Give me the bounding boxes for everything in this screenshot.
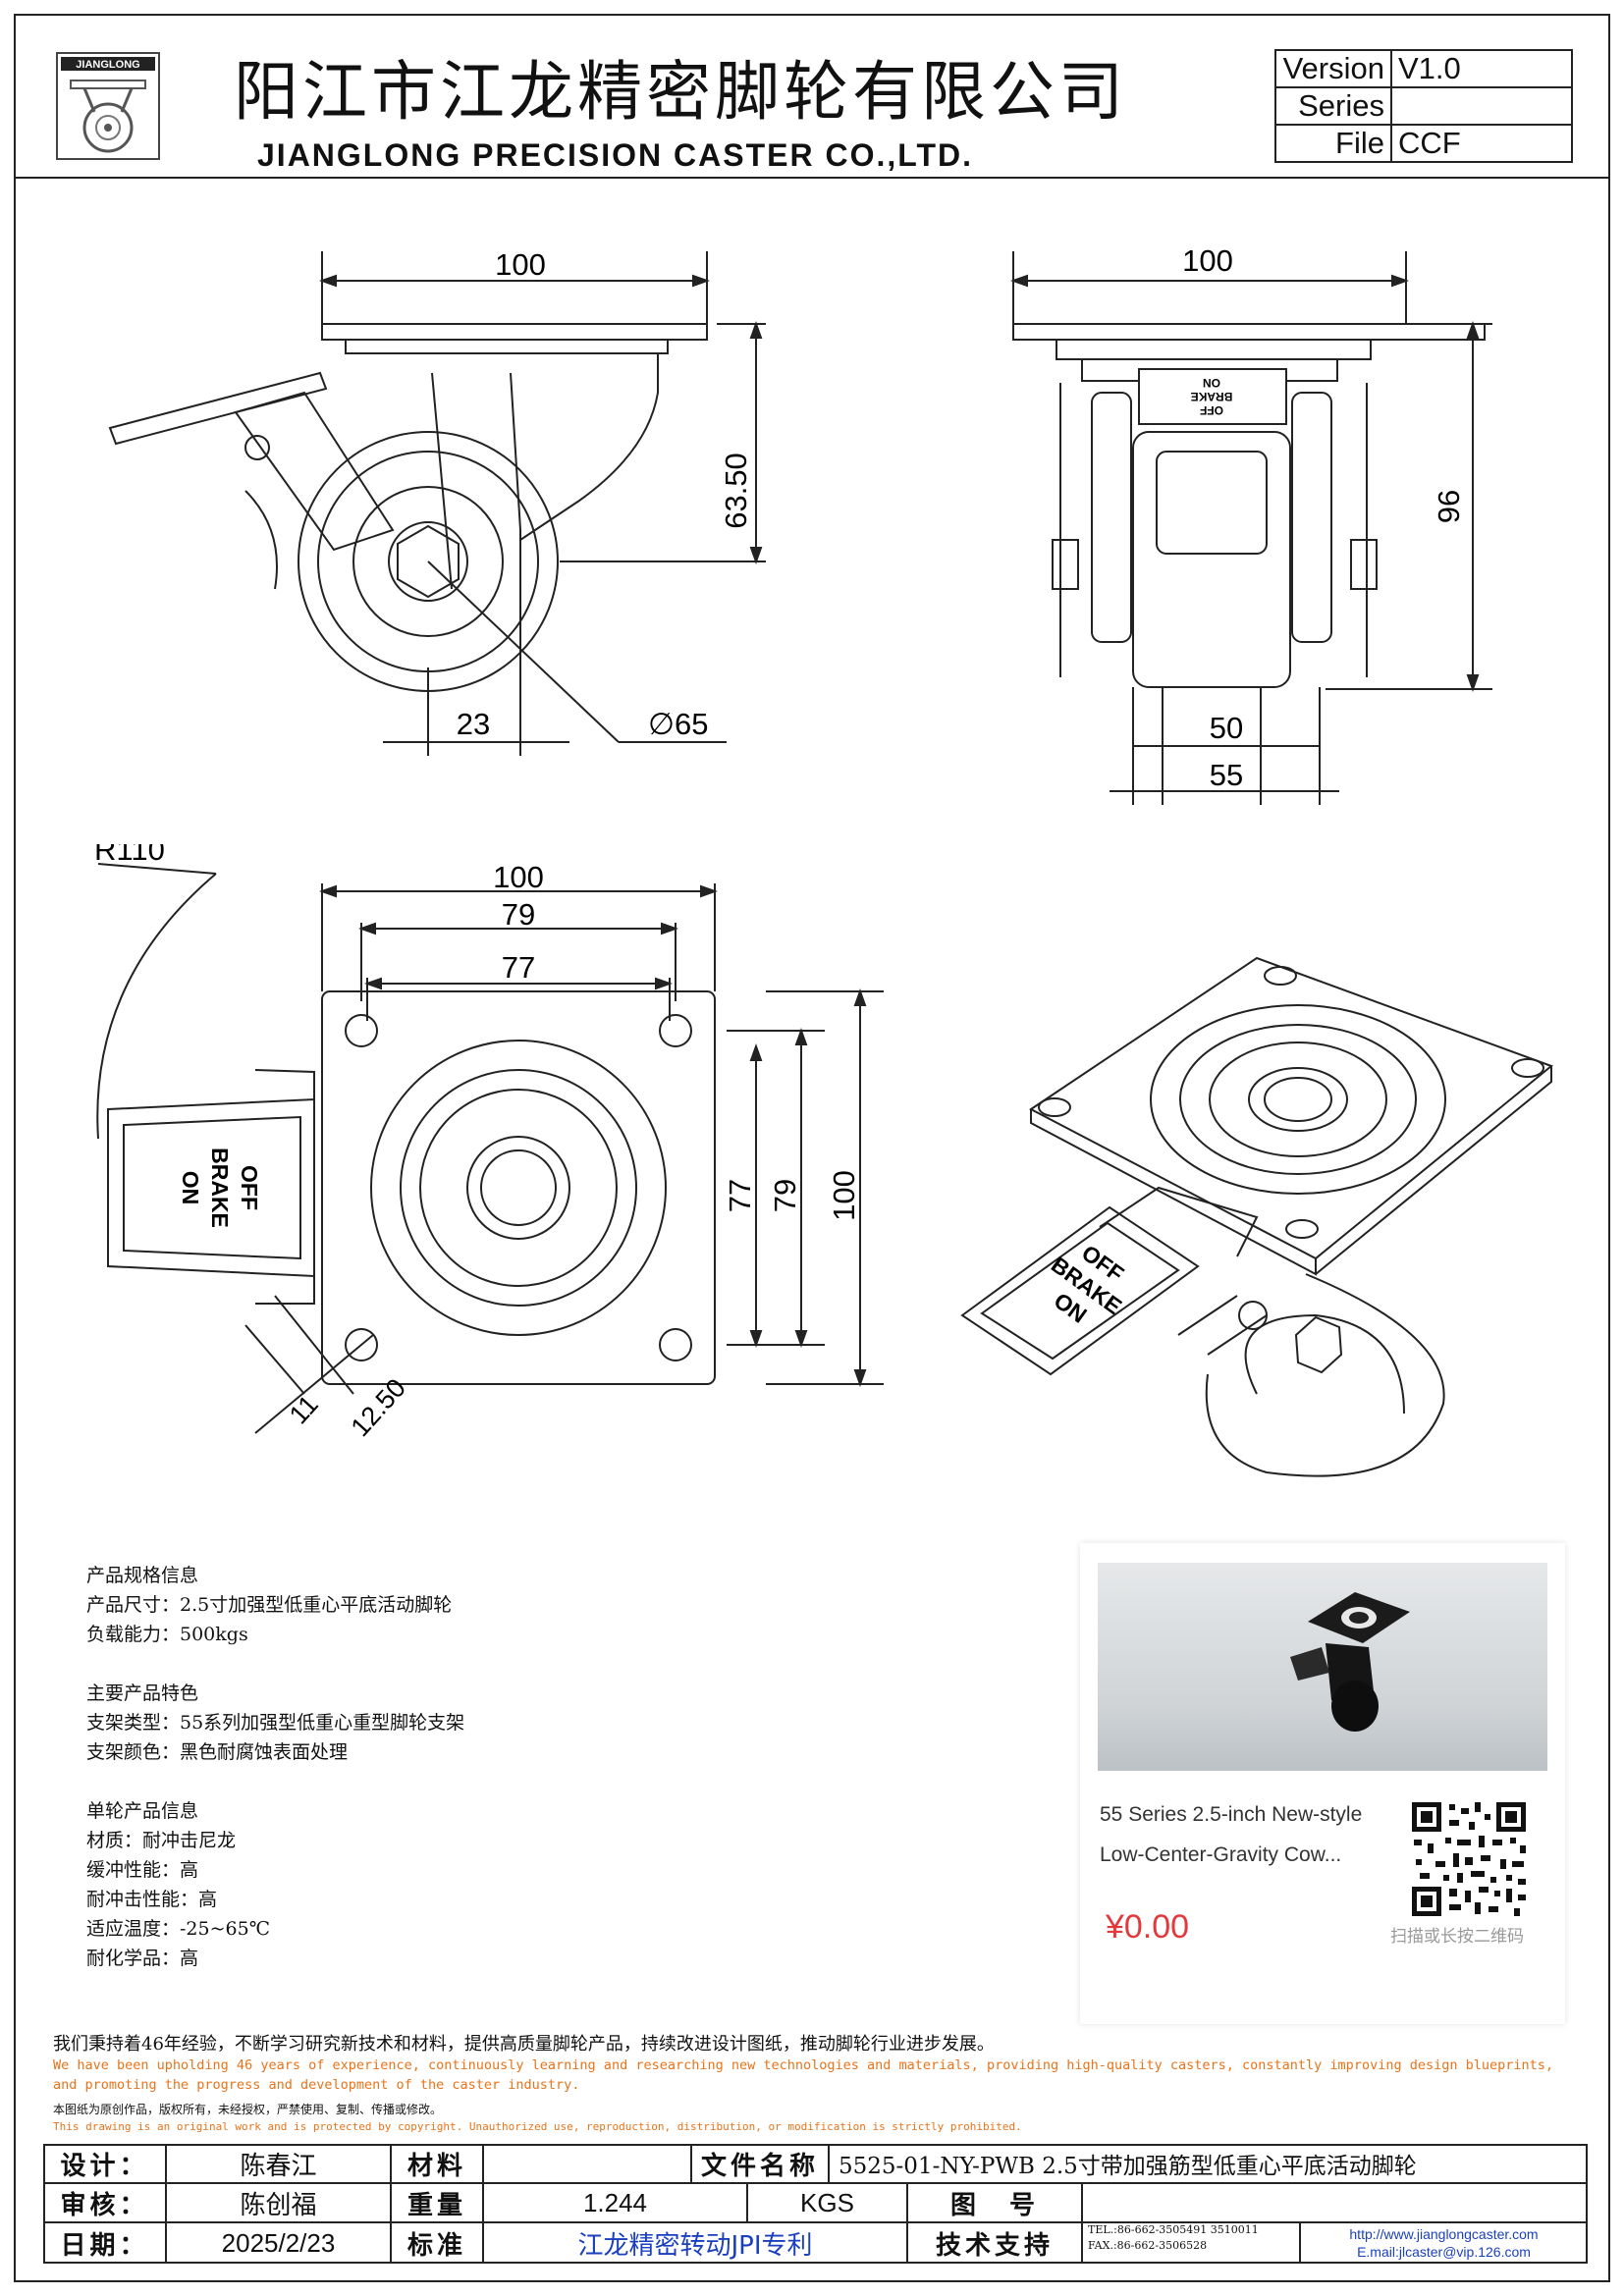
spec-s3-impact: 耐冲击性能：高 — [86, 1889, 218, 1910]
file-label: File — [1274, 124, 1392, 163]
top-view-drawing: OFF BRAKE ON R110 100 79 77 77 79 100 11… — [94, 844, 884, 1442]
drawing-no-value — [1082, 2183, 1588, 2222]
caster-photo-illustration — [1290, 1592, 1410, 1732]
company-name-cn: 阳江市江龙精密脚轮有限公司 — [234, 54, 1127, 130]
date-value: 2025/2/23 — [221, 2227, 336, 2258]
spec-s3-cushion: 缓冲性能：高 — [86, 1859, 199, 1881]
front-pedal-off: OFF — [1200, 403, 1223, 417]
product-card-price: ¥0.00 — [1106, 1908, 1190, 1946]
website-link[interactable]: http://www.jianglongcaster.com — [1349, 2226, 1539, 2242]
product-card[interactable]: 55 Series 2.5-inch New-style Low-Center-… — [1080, 1543, 1565, 2024]
drawing-no-label: 图 号 — [949, 2190, 1039, 2220]
material-value — [483, 2144, 691, 2183]
product-photo[interactable] — [1098, 1563, 1547, 1771]
dim-hole-span-inner: 77 — [502, 950, 535, 985]
company-name-en: JIANGLONG PRECISION CASTER CO.,LTD. — [257, 137, 973, 173]
dim-wheel-dia: ∅65 — [648, 707, 709, 741]
version-label: Version — [1274, 49, 1392, 88]
spec-s3-title: 单轮产品信息 — [86, 1800, 199, 1822]
side-view-drawing: 100 63.50 23 ∅65 — [108, 247, 766, 756]
dim-front-height: 96 — [1432, 490, 1466, 523]
dim-plate-height-mid: 79 — [768, 1179, 802, 1212]
spec-s2-color: 支架颜色：黑色耐腐蚀表面处理 — [86, 1741, 349, 1763]
material-label: 材料 — [406, 2151, 466, 2181]
statement-cn: 我们秉持着46年经验，不断学习研究新技术和材料，提供高质量脚轮产品，持续改进设计… — [53, 2034, 995, 2055]
spec-s3-chemical: 耐化学品：高 — [86, 1948, 199, 1969]
header-divider — [14, 177, 1610, 179]
title-block: 设计： 陈春江 材料 文件名称 5525-01-NY-PWB 2.5寸带加强筋型… — [43, 2144, 1588, 2264]
review-label: 审核： — [60, 2190, 149, 2220]
fax-text: FAX.:86-662-3506528 — [1088, 2239, 1208, 2252]
dim-wheel-width-inner: 50 — [1210, 711, 1243, 745]
statement-en-1: We have been upholding 46 years of exper… — [53, 2057, 1554, 2073]
title-block-grid — [43, 2144, 1588, 2264]
email-link[interactable]: E.mail:jlcaster@vip.126.com — [1357, 2244, 1531, 2260]
dim-plate-height: 100 — [827, 1170, 861, 1221]
dim-hole-span-outer: 79 — [502, 897, 535, 932]
standard-label: 标准 — [406, 2230, 466, 2261]
spec-s2-bracket: 支架类型：55系列加强型低重心重型脚轮支架 — [86, 1712, 465, 1734]
product-card-title[interactable]: 55 Series 2.5-inch New-style Low-Center-… — [1100, 1803, 1363, 1866]
weight-unit: KGS — [800, 2187, 854, 2217]
top-pedal-on: ON — [178, 1171, 203, 1205]
design-value: 陈春江 — [240, 2151, 317, 2181]
standard-value: 江龙精密转动JPI专利 — [577, 2230, 813, 2261]
series-value — [1390, 86, 1573, 126]
dim-plate-width: 100 — [493, 860, 544, 894]
front-pedal-on: ON — [1203, 376, 1220, 390]
qr-code[interactable] — [1410, 1800, 1528, 1918]
weight-value: 1.244 — [582, 2187, 648, 2217]
file-value: CCF — [1390, 124, 1573, 163]
dim-front-width: 100 — [1182, 243, 1233, 278]
spec-s2-title: 主要产品特色 — [86, 1682, 199, 1704]
dim-swivel-radius: R110 — [94, 844, 165, 867]
qr-caption: 扫描或长按二维码 — [1390, 1927, 1524, 1947]
dim-side-width: 100 — [495, 247, 546, 282]
date-label: 日期： — [60, 2230, 149, 2261]
contact-phone: TEL.:86-662-3505491 3510011 FAX.:86-662-… — [1082, 2222, 1300, 2264]
drawing-frame — [14, 14, 1610, 2282]
spec-s3-temp: 适应温度：-25~65℃ — [86, 1918, 270, 1940]
review-value: 陈创福 — [240, 2190, 317, 2220]
statement-en-2: and promoting the progress and developme… — [53, 2077, 580, 2093]
version-value: V1.0 — [1390, 49, 1573, 88]
company-logo: JIANGLONG — [56, 52, 160, 160]
dim-side-height: 63.50 — [719, 453, 753, 529]
tel-text: TEL.:86-662-3505491 3510011 — [1088, 2223, 1259, 2236]
filename-label: 文件名称 — [700, 2151, 819, 2181]
spec-s1-load: 负载能力：500kgs — [86, 1624, 248, 1645]
dim-slot-width: 11 — [284, 1390, 324, 1430]
front-view-drawing: OFF BRAKE ON 100 96 50 55 — [1010, 243, 1492, 805]
support-label: 技术支持 — [935, 2230, 1054, 2261]
product-specs: 产品规格信息 产品尺寸：2.5寸加强型低重心平底活动脚轮 负载能力：500kgs… — [86, 1561, 464, 1973]
dim-wheel-width-outer: 55 — [1210, 758, 1243, 792]
spec-s1-title: 产品规格信息 — [86, 1565, 199, 1586]
spec-s3-material: 材质：耐冲击尼龙 — [86, 1830, 237, 1851]
copyright-cn: 本图纸为原创作品，版权所有，未经授权，严禁使用、复制、传播或修改。 — [53, 2103, 443, 2116]
series-label: Series — [1274, 86, 1392, 126]
front-pedal-brake: BRAKE — [1191, 390, 1233, 403]
dim-plate-height-inner: 77 — [723, 1179, 757, 1212]
top-pedal-brake: BRAKE — [207, 1148, 233, 1228]
design-label: 设计： — [60, 2151, 149, 2181]
dim-offset: 23 — [457, 707, 490, 741]
logo-text: JIANGLONG — [76, 59, 139, 71]
isometric-view-drawing: OFF BRAKE ON — [960, 956, 1553, 1477]
filename-value: 5525-01-NY-PWB 2.5寸带加强筋型低重心平底活动脚轮 — [839, 2154, 1417, 2179]
weight-label: 重量 — [406, 2190, 466, 2220]
copyright-en: This drawing is an original work and is … — [53, 2120, 1022, 2133]
spec-s1-size: 产品尺寸：2.5寸加强型低重心平底活动脚轮 — [86, 1594, 453, 1616]
contact-web: http://www.jianglongcaster.com E.mail:jl… — [1300, 2222, 1588, 2264]
top-pedal-off: OFF — [237, 1165, 262, 1210]
